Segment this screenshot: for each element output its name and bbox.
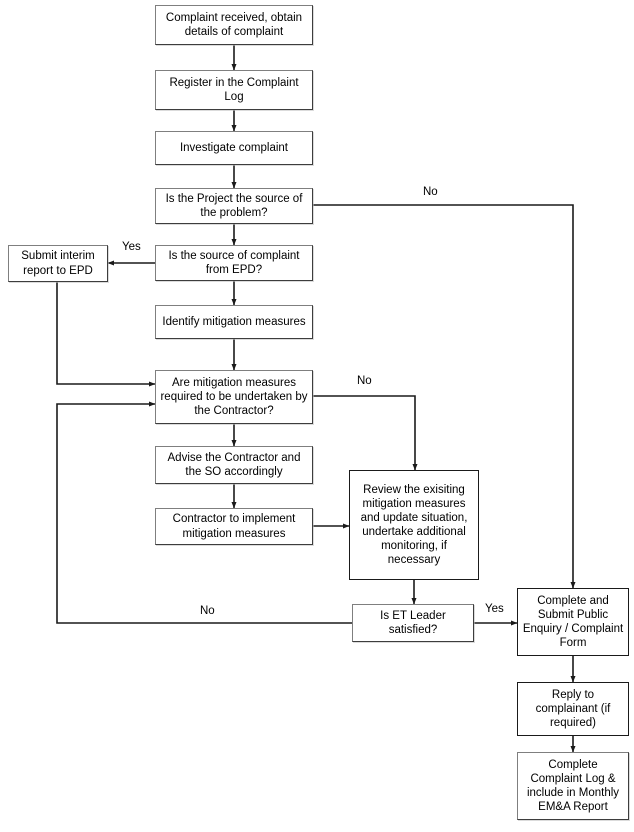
flow-node-complete-log-monthly: Complete Complaint Log & include in Mont… (517, 752, 629, 820)
flow-node-are-measures-required: Are mitigation measures required to be u… (155, 370, 313, 424)
edge-label-no-et-satisfied: No (198, 605, 217, 617)
connector-is-project-no-to-right-column (313, 204, 576, 589)
flow-node-contractor-implement: Contractor to implement mitigation measu… (155, 508, 313, 545)
edge-label-yes-et-satisfied: Yes (483, 603, 506, 615)
flow-node-complete-submit-form: Complete and Submit Public Enquiry / Com… (517, 588, 629, 656)
flow-node-is-et-leader-satisfied: Is ET Leader satisfied? (352, 604, 474, 642)
edge-label-no-measures-required: No (355, 375, 374, 387)
flow-node-identify-mitigation: Identify mitigation measures (155, 305, 313, 339)
flow-node-complaint-received: Complaint received, obtain details of co… (155, 5, 313, 45)
flow-node-advise-contractor: Advise the Contractor and the SO accordi… (155, 446, 313, 484)
flow-node-review-existing: Review the exisiting mitigation measures… (349, 470, 479, 580)
flow-node-reply-to-complainant: Reply to complainant (if required) (517, 682, 629, 736)
connector-et-leader-no-loop-to-are-required (56, 401, 352, 624)
flow-node-is-project-source: Is the Project the source of the problem… (155, 188, 313, 224)
flow-node-is-source-epd: Is the source of complaint from EPD? (155, 245, 313, 281)
connector-group (56, 45, 576, 753)
connector-submit-interim-loop-to-are-required (56, 282, 156, 387)
edge-label-no-project-source: No (421, 186, 440, 198)
edge-label-yes-source-epd: Yes (120, 241, 143, 253)
connector-are-required-no-to-review (313, 395, 418, 471)
flow-node-register-log: Register in the Complaint Log (155, 70, 313, 110)
flow-node-investigate-complaint: Investigate complaint (155, 131, 313, 165)
flow-node-submit-interim-report: Submit interim report to EPD (8, 245, 108, 282)
